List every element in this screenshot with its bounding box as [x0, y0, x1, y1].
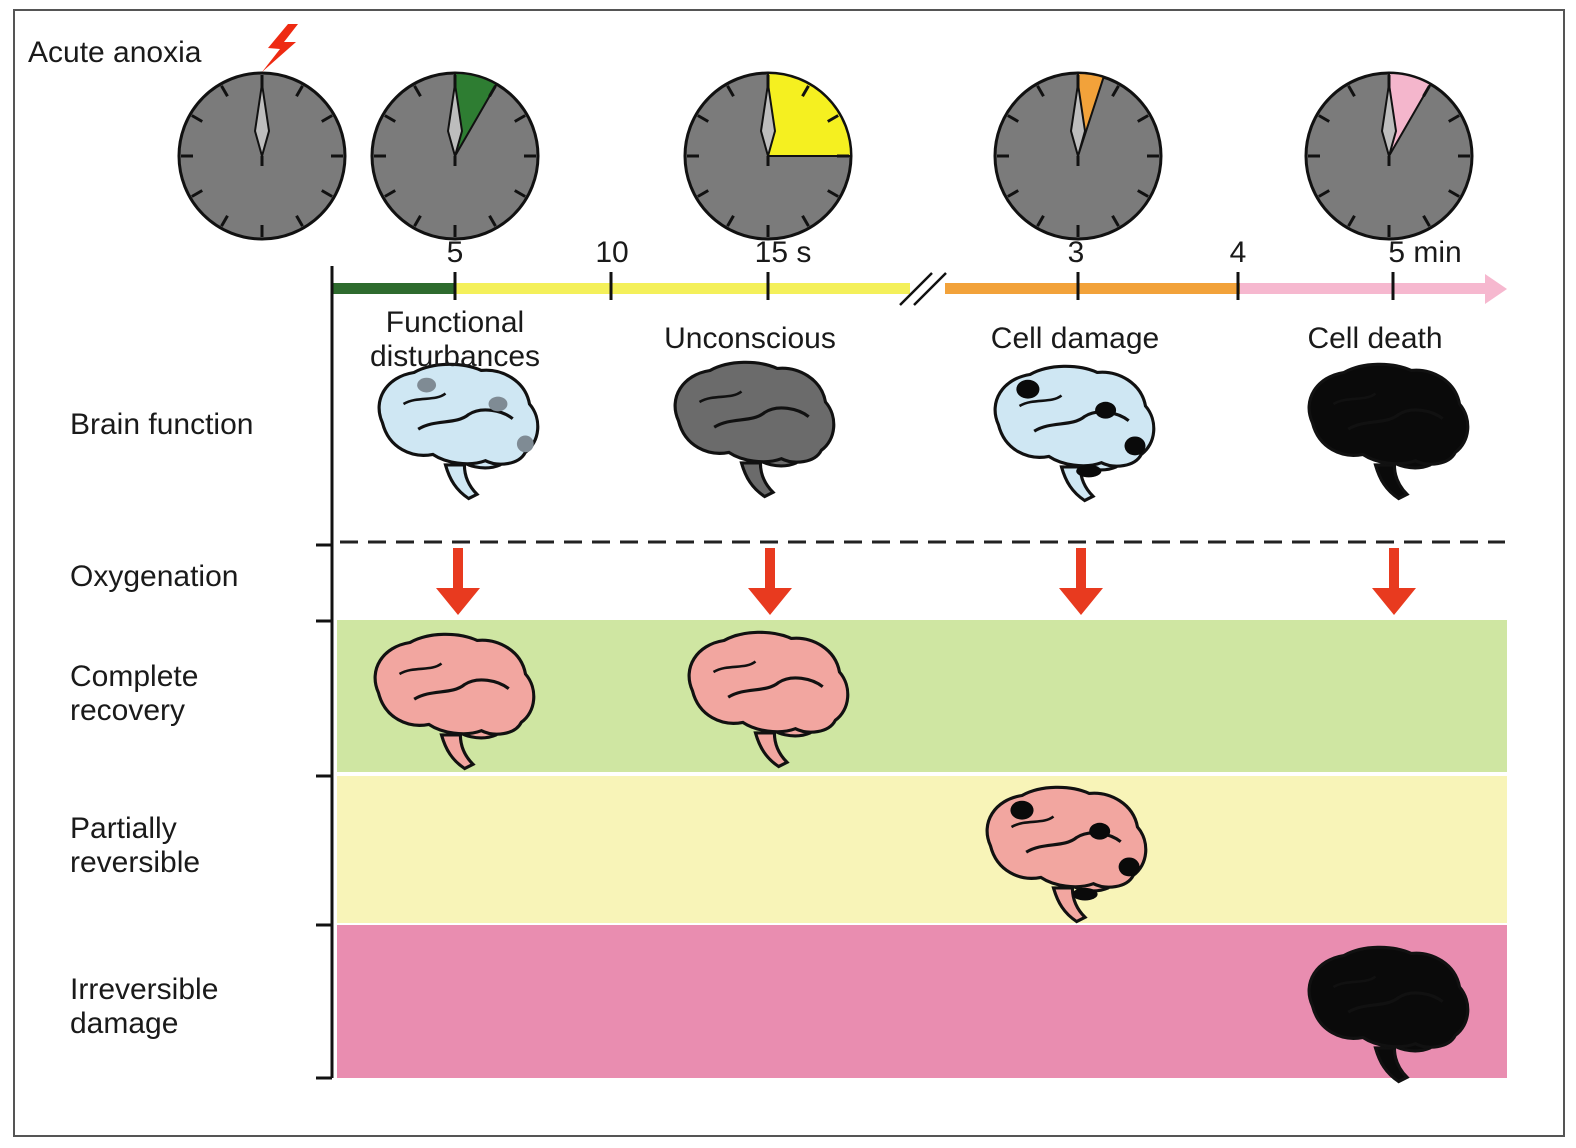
lightning-icon [262, 24, 298, 72]
stage-unconscious: Unconscious [630, 322, 870, 356]
acute-anoxia-label: Acute anoxia [28, 36, 201, 70]
stage-cell-death: Cell death [1265, 322, 1485, 356]
arrow-head [436, 588, 480, 615]
tick-label-5: 5 [385, 236, 525, 270]
brain-unconscious [675, 362, 834, 496]
timeline-pink-segment [1240, 283, 1485, 294]
clock-15s [685, 73, 851, 239]
oxygenation-arrow-icon [436, 548, 480, 615]
lesion-spot [1095, 402, 1116, 419]
cerebrum [379, 364, 538, 464]
cerebrum [1309, 947, 1468, 1047]
arrow-head [1372, 588, 1416, 615]
row-label-brain-function: Brain function [70, 408, 253, 442]
cerebrum [675, 362, 834, 462]
lesion-spot [1125, 436, 1146, 455]
lesion-spot [417, 378, 436, 393]
clock-3min [995, 73, 1161, 239]
brain-cell-damage [995, 366, 1154, 500]
timeline-arrowhead [1485, 274, 1507, 304]
brainstem [446, 465, 478, 499]
brainstem [742, 463, 774, 497]
oxygenation-arrow-icon [1059, 548, 1103, 615]
arrow-shaft [765, 548, 775, 590]
row-label-complete-recovery: Complete recovery [70, 660, 198, 728]
tick-label-3: 3 [1006, 236, 1146, 270]
row-label-oxygenation: Oxygenation [70, 560, 238, 594]
arrow-shaft [453, 548, 463, 590]
oxygenation-arrows [436, 548, 1416, 615]
brain-functional-disturbances [379, 364, 538, 498]
arrow-shaft [1389, 548, 1399, 590]
lesion-spot [1119, 857, 1140, 876]
arrow-shaft [1076, 548, 1086, 590]
oxygenation-arrow-icon [1372, 548, 1416, 615]
partially-reversible-band [337, 776, 1507, 923]
clock-5min [1306, 73, 1472, 239]
row-label-irreversible-damage: Irreversible damage [70, 973, 218, 1041]
lesion-spot [1089, 823, 1110, 840]
clocks-row [179, 73, 1472, 239]
row-label-partially-reversible: Partially reversible [70, 812, 200, 880]
brain-cell-death [1309, 364, 1468, 498]
arrow-head [1059, 588, 1103, 615]
lesion-spot [1076, 465, 1101, 478]
stage-cell-damage: Cell damage [955, 322, 1195, 356]
cerebrum [1309, 364, 1468, 464]
brainstem [1376, 465, 1408, 499]
timeline-orange-segment [945, 283, 1240, 294]
clock-5s [372, 73, 538, 239]
tick-label-10: 10 [542, 236, 682, 270]
lesion-spot [1010, 801, 1033, 820]
timeline-yellow-segment [455, 283, 910, 294]
lesion-spot [1016, 380, 1039, 399]
cerebrum [689, 632, 848, 732]
arrow-head [748, 588, 792, 615]
tick-label-15s: 15 s [713, 236, 853, 270]
stage-functional-disturbances: Functional disturbances [345, 306, 565, 374]
tick-label-4: 4 [1168, 236, 1308, 270]
lesion-spot [1072, 888, 1097, 901]
lesion-spot [517, 436, 534, 453]
lesion-spot [489, 397, 508, 412]
cerebrum [375, 634, 534, 734]
clock-start [179, 73, 345, 239]
axis-break-mark [914, 273, 946, 305]
tick-label-5min: 5 min [1355, 236, 1495, 270]
clock-elapsed-sector [768, 73, 851, 156]
oxygenation-arrow-icon [748, 548, 792, 615]
timeline-green-segment [332, 283, 455, 294]
